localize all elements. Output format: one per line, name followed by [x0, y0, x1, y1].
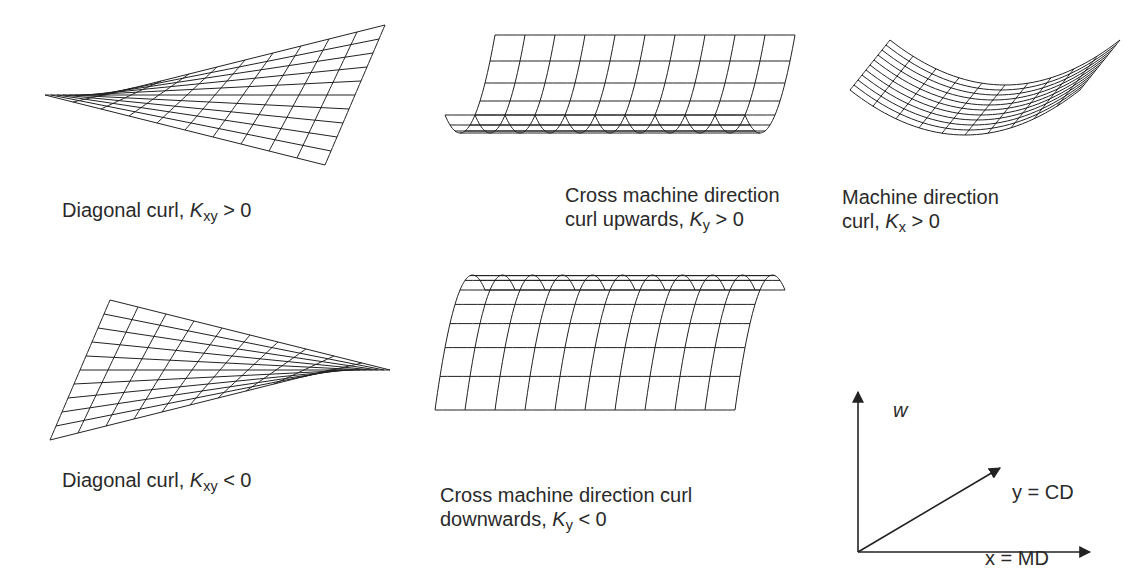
mesh-line: [480, 101, 780, 102]
curl-surface: [445, 35, 795, 133]
mesh-line: [878, 55, 1108, 100]
curl-caption: Cross machine direction curl downwards, …: [440, 483, 740, 531]
mesh-line: [745, 35, 795, 133]
mesh-line: [74, 370, 354, 384]
mesh-line: [495, 35, 795, 36]
axis-label: x = MD: [985, 546, 1085, 570]
mesh-line: [465, 131, 765, 132]
axis-label: y = CD: [1012, 480, 1112, 504]
mesh-line: [655, 35, 705, 133]
mesh-line: [460, 133, 760, 134]
mesh-line: [62, 370, 342, 412]
mesh-line: [445, 347, 745, 348]
mesh-line: [890, 40, 1120, 85]
mesh-line: [480, 280, 780, 281]
curl-caption: Cross machine direction curl upwards, Ky…: [565, 183, 815, 231]
mesh-line: [455, 304, 755, 305]
mesh-line: [445, 35, 495, 133]
mesh-line: [485, 83, 785, 84]
mesh-line: [615, 275, 665, 410]
mesh-line: [465, 275, 515, 410]
mesh-line: [75, 95, 355, 96]
mesh-line: [475, 35, 525, 133]
mesh-line: [595, 35, 645, 133]
mesh-line: [51, 95, 331, 151]
w-axis: [857, 392, 859, 552]
mesh-line: [485, 290, 785, 291]
mesh-line: [80, 370, 360, 371]
curl-surface: [50, 300, 390, 440]
axis-label: w: [893, 398, 933, 422]
mesh-line: [93, 53, 373, 95]
curl-surface: [45, 25, 385, 165]
curl-caption: Diagonal curl, Kxy < 0: [62, 468, 362, 492]
mesh-line: [850, 90, 1080, 135]
curl-caption: Machine direction curl, Kx > 0: [842, 185, 1042, 233]
mesh-line: [870, 65, 1100, 110]
mesh-line: [450, 323, 750, 324]
mesh-line: [470, 125, 770, 126]
mesh-line: [50, 370, 330, 440]
mesh-line: [98, 328, 378, 370]
mesh-line: [555, 275, 605, 410]
surface-meshes: [45, 25, 1120, 440]
mesh-line: [854, 85, 1084, 130]
mesh-line: [490, 61, 790, 62]
mesh-line: [862, 75, 1092, 120]
mesh-line: [81, 81, 361, 95]
mesh-line: [475, 275, 775, 276]
mesh-line: [435, 275, 485, 410]
curl-surface: [850, 40, 1120, 135]
mesh-line: [685, 35, 735, 133]
mesh-line: [858, 80, 1088, 125]
mesh-line: [675, 275, 725, 410]
mesh-line: [104, 314, 384, 370]
mesh-line: [886, 45, 1116, 90]
axis-triad: [858, 392, 1090, 552]
mesh-line: [440, 376, 740, 377]
mesh-line: [99, 39, 379, 95]
mesh-line: [68, 370, 348, 398]
mesh-line: [625, 35, 675, 133]
mesh-line: [475, 115, 775, 116]
y-axis: [858, 468, 1000, 552]
mesh-line: [435, 410, 735, 411]
mesh-line: [705, 275, 755, 410]
mesh-line: [874, 60, 1104, 105]
mesh-line: [505, 35, 555, 133]
mesh-line: [882, 50, 1112, 95]
mesh-line: [585, 275, 635, 410]
x-axis: [858, 551, 1090, 553]
curl-caption: Diagonal curl, Kxy > 0: [62, 198, 362, 222]
mesh-line: [92, 342, 372, 370]
mesh-line: [110, 300, 390, 370]
mesh-line: [87, 67, 367, 95]
mesh-line: [715, 35, 765, 133]
mesh-line: [495, 275, 545, 410]
mesh-line: [105, 25, 385, 95]
mesh-line: [645, 275, 695, 410]
mesh-line: [866, 70, 1096, 115]
mesh-line: [63, 95, 343, 123]
mesh-line: [535, 35, 585, 133]
mesh-line: [525, 275, 575, 410]
curl-surface: [435, 275, 785, 410]
mesh-line: [565, 35, 615, 133]
mesh-line: [735, 275, 785, 410]
mesh-line: [69, 95, 349, 109]
